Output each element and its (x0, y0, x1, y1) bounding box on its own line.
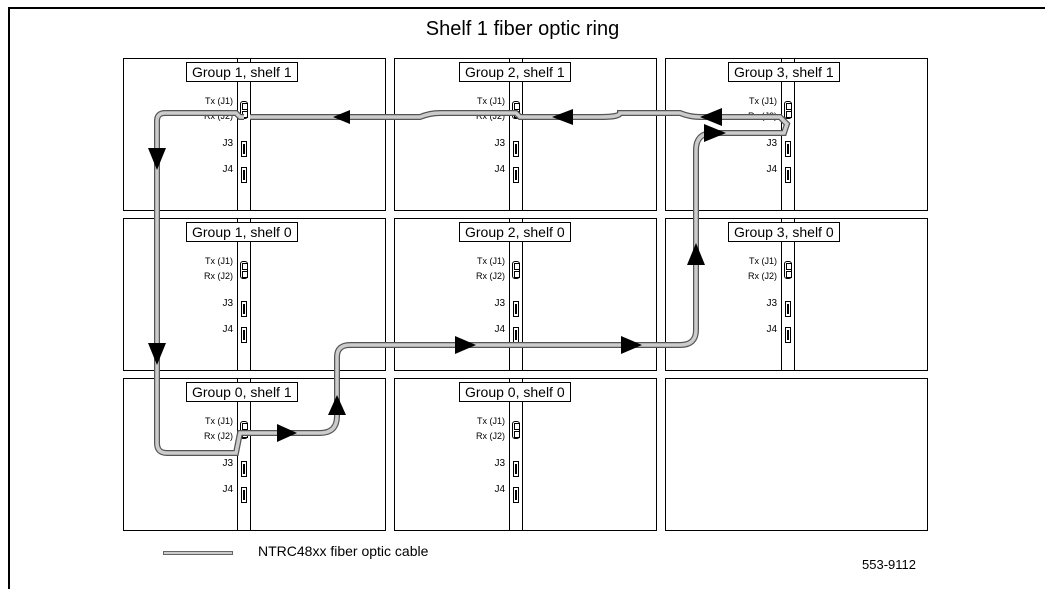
direction-arrow (333, 110, 350, 124)
direction-arrow (328, 395, 346, 415)
port-label-j4: J4 (494, 324, 505, 335)
port-label-j3: J3 (494, 298, 505, 309)
diagram-title: Shelf 1 fiber optic ring (425, 18, 620, 40)
port-label-j4: J4 (494, 164, 505, 175)
j4-connector[interactable] (513, 487, 519, 503)
group-label: Group 0, shelf 0 (459, 382, 571, 402)
direction-arrow (552, 109, 573, 125)
controller-card (237, 219, 251, 370)
j4-connector[interactable] (513, 167, 519, 183)
port-label-j3: J3 (222, 298, 233, 309)
j3-connector[interactable] (241, 141, 247, 157)
port-label-rx: Rx (J2) (748, 271, 777, 281)
port-label-j3: J3 (222, 138, 233, 149)
port-label-rx: Rx (J2) (476, 431, 505, 441)
tx-rx-connector[interactable] (784, 101, 792, 119)
port-label-tx: Tx (J1) (205, 96, 233, 106)
tx-rx-connector[interactable] (512, 261, 520, 279)
port-label-j4: J4 (222, 324, 233, 335)
fiber-cable-outline (154, 110, 791, 456)
group-label: Group 1, shelf 0 (186, 222, 298, 242)
tx-rx-connector[interactable] (784, 261, 792, 279)
tx-rx-connector[interactable] (512, 421, 520, 439)
port-label-j3: J3 (494, 458, 505, 469)
j3-connector[interactable] (513, 461, 519, 477)
legend-cable-label: NTRC48xx fiber optic cable (258, 543, 429, 559)
controller-card (781, 219, 795, 370)
controller-card (509, 379, 523, 530)
direction-arrow (700, 108, 722, 126)
port-label-rx: Rx (J2) (476, 271, 505, 281)
group-label: Group 2, shelf 1 (459, 62, 571, 82)
fiber-cable-core (155, 111, 790, 455)
controller-card (509, 59, 523, 210)
port-label-tx: Tx (J1) (205, 416, 233, 426)
port-label-j3: J3 (766, 298, 777, 309)
direction-arrow (704, 124, 726, 142)
port-label-j4: J4 (222, 484, 233, 495)
tx-rx-connector[interactable] (240, 261, 248, 279)
controller-card (509, 219, 523, 370)
group-label: Group 2, shelf 0 (459, 222, 571, 242)
controller-card (237, 59, 251, 210)
empty-shelf-panel (665, 378, 928, 531)
group-label: Group 3, shelf 0 (728, 222, 840, 242)
j3-connector[interactable] (785, 301, 791, 317)
group-label: Group 0, shelf 1 (186, 382, 298, 402)
j4-connector[interactable] (785, 167, 791, 183)
port-label-j3: J3 (222, 458, 233, 469)
j3-connector[interactable] (513, 141, 519, 157)
group-label: Group 1, shelf 1 (186, 62, 298, 82)
port-label-tx: Tx (J1) (477, 96, 505, 106)
legend-cable-swatch (163, 551, 233, 555)
j3-connector[interactable] (241, 301, 247, 317)
port-label-rx: Rx (J2) (204, 431, 233, 441)
port-label-j4: J4 (766, 164, 777, 175)
port-label-j4: J4 (766, 324, 777, 335)
group-label: Group 3, shelf 1 (728, 62, 840, 82)
direction-arrow (277, 424, 297, 442)
direction-arrow (687, 243, 705, 265)
figure-id: 553-9112 (862, 557, 916, 572)
direction-arrow (455, 336, 476, 354)
port-label-j3: J3 (766, 138, 777, 149)
direction-arrow (148, 343, 166, 365)
port-label-j4: J4 (494, 484, 505, 495)
j4-connector[interactable] (241, 167, 247, 183)
port-label-tx: Tx (J1) (477, 416, 505, 426)
port-label-j4: J4 (222, 164, 233, 175)
port-label-j3: J3 (494, 138, 505, 149)
j3-connector[interactable] (241, 461, 247, 477)
direction-arrow (621, 336, 642, 354)
port-label-tx: Tx (J1) (205, 256, 233, 266)
j3-connector[interactable] (785, 141, 791, 157)
port-label-tx: Tx (J1) (477, 256, 505, 266)
j4-connector[interactable] (241, 327, 247, 343)
port-label-tx: Tx (J1) (749, 256, 777, 266)
diagram-frame (8, 7, 1045, 589)
j4-connector[interactable] (241, 487, 247, 503)
j4-connector[interactable] (785, 327, 791, 343)
port-label-tx: Tx (J1) (749, 96, 777, 106)
port-label-rx: Rx (J2) (204, 271, 233, 281)
j3-connector[interactable] (513, 301, 519, 317)
direction-arrow (148, 148, 166, 170)
